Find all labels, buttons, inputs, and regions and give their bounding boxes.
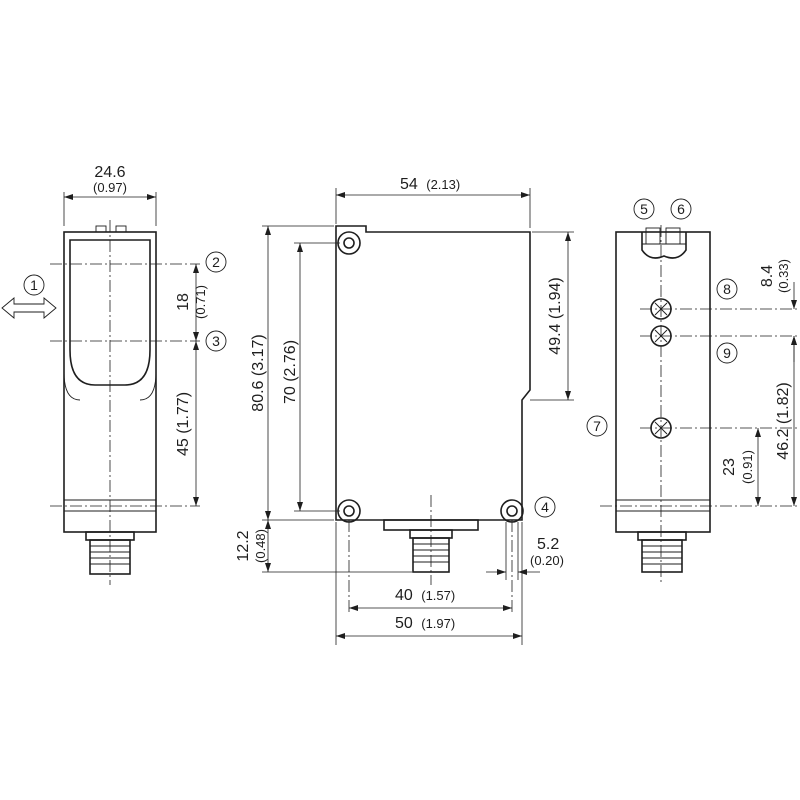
center-front-view: 54 (2.13) 80.6 (3.17) 70 (2.76) 49.4 (1.… (235, 176, 574, 645)
right-connector-collar (637, 531, 687, 541)
top-button-6 (665, 227, 681, 245)
svg-text:6: 6 (677, 201, 685, 217)
top-button-5 (645, 227, 661, 245)
dim-24-6-label: 24.6 (94, 164, 125, 181)
dim-23-label: 23 (721, 458, 738, 476)
dim-45-label: 45 (1.77) (175, 392, 192, 456)
svg-text:3: 3 (212, 333, 220, 349)
callout-1: 1 (23, 274, 45, 296)
dim-8-4-inch: (0.33) (776, 259, 791, 293)
callout-7: 7 (586, 415, 608, 437)
callout-5: 5 (633, 198, 655, 220)
callout-4: 4 (534, 496, 556, 518)
right-body-outline (615, 231, 711, 533)
center-body-outline (335, 225, 531, 521)
left-top-tab-1 (95, 225, 107, 233)
dim-49-4-label: 49.4 (1.94) (547, 277, 564, 354)
callout-9: 9 (716, 342, 738, 364)
mount-hole-bottom-left-outer (337, 499, 361, 523)
callout-2: 2 (205, 251, 227, 273)
left-side-view: 24.6 (0.97) 18 (0.71) 45 (1.77) 1 2 3 (1, 164, 227, 585)
dim-8-4-label: 8.4 (759, 265, 776, 287)
dim-18-label: 18 (175, 293, 192, 311)
dim-70-label: 70 (2.76) (282, 340, 299, 404)
dim-46-2-label: 46.2 (1.82) (775, 382, 792, 459)
left-lens-window (69, 239, 151, 386)
svg-text:5: 5 (640, 201, 648, 217)
callout-3: 3 (205, 330, 227, 352)
dim-5-2-inch: (0.20) (530, 553, 564, 568)
svg-text:7: 7 (593, 418, 601, 434)
mount-hole-bottom-left-inner (343, 505, 355, 517)
dim-12-2-label: 12.2 (235, 530, 252, 561)
mount-hole-top-outer (337, 231, 361, 255)
svg-text:2: 2 (212, 254, 220, 270)
mount-hole-top-inner (343, 237, 355, 249)
callout-8: 8 (716, 278, 738, 300)
callout-6: 6 (670, 198, 692, 220)
dim-5-2-label: 5.2 (537, 536, 559, 553)
dim-24-6-inch: (0.97) (93, 180, 127, 195)
dim-54-text: 54 (2.13) (400, 176, 460, 193)
dim-80-6-label: 80.6 (3.17) (250, 334, 267, 411)
right-connector-body (641, 539, 683, 573)
right-top-cap (641, 232, 687, 259)
dim-18-inch: (0.71) (193, 285, 208, 319)
right-rear-view: 8.4 (0.33) 46.2 (1.82) 23 (0.91) 5 6 7 8… (586, 198, 800, 585)
dim-12-2-inch: (0.48) (253, 529, 268, 563)
dim-23-inch: (0.91) (740, 450, 755, 484)
double-arrow-icon (1, 297, 57, 319)
left-window-curve (63, 371, 157, 401)
dim-40-text: 40 (1.57) (395, 587, 455, 604)
left-top-tab-2 (115, 225, 127, 233)
svg-text:8: 8 (723, 281, 731, 297)
dim-50-text: 50 (1.97) (395, 615, 455, 632)
svg-text:4: 4 (541, 499, 549, 515)
svg-text:1: 1 (30, 277, 38, 293)
mount-hole-bottom-right-outer (500, 499, 524, 523)
mount-hole-bottom-right-inner (506, 505, 518, 517)
svg-text:9: 9 (723, 345, 731, 361)
